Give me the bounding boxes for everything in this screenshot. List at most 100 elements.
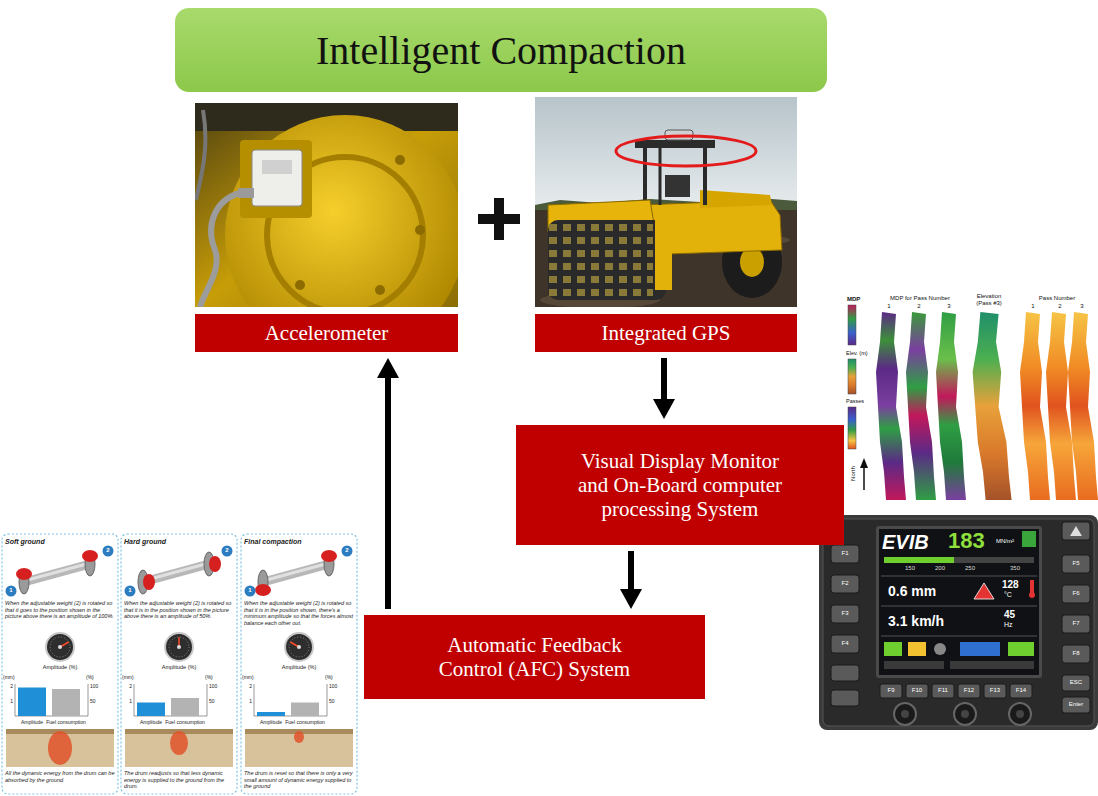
control-panel-part <box>960 642 1000 656</box>
final-compaction-panel-part <box>257 712 285 716</box>
final-compaction-panel-part <box>321 550 337 562</box>
arrow-line <box>661 358 667 400</box>
control-panel-part <box>884 557 1034 563</box>
control-panel-part <box>906 684 928 698</box>
axis-tick: 50 <box>329 698 345 704</box>
final-compaction-panel-part <box>294 731 304 743</box>
process-box: Visual Display Monitor and On-Board comp… <box>516 425 844 545</box>
hard-ground-panel-part <box>169 637 189 657</box>
axis-tick: 1 <box>4 698 13 704</box>
compaction-map-part <box>936 312 966 500</box>
control-panel-part <box>901 710 909 718</box>
control-panel-part <box>1016 710 1024 718</box>
arrow-line <box>385 377 391 609</box>
axis-unit: (%) <box>325 674 343 680</box>
arrow-head <box>620 589 642 609</box>
compaction-map-part <box>973 312 1012 500</box>
final-compaction-panel-part <box>263 563 329 581</box>
axis-tick: 1 <box>243 698 252 704</box>
hard-ground-panel-part <box>171 698 199 716</box>
axis-unit: (%) <box>205 674 223 680</box>
control-panel-part <box>908 642 926 656</box>
control-panel-part <box>881 576 1037 577</box>
hard-ground-panel <box>121 534 237 794</box>
hard-ground-panel-part <box>137 703 165 717</box>
control-panel-part <box>1008 642 1034 656</box>
plus-symbol-part <box>494 198 504 240</box>
control-panel-part <box>819 515 1098 730</box>
hard-ground-panel-part <box>125 586 136 597</box>
axis-tick: 100 <box>90 683 106 689</box>
accelerometer-photo-part <box>200 193 240 307</box>
hard-ground-panel-part <box>134 684 207 716</box>
compaction-panels <box>2 534 357 794</box>
pass-number: 2 <box>914 303 924 310</box>
axis-tick: 2 <box>4 683 13 689</box>
control-panel-part <box>961 710 969 718</box>
key-label: F9 <box>880 687 902 694</box>
control-panel <box>819 515 1098 730</box>
hard-ground-panel-part <box>170 731 188 755</box>
control-panel-part <box>1062 615 1090 633</box>
accelerometer-photo-part <box>415 225 425 235</box>
scale-tick: 150 <box>900 565 920 572</box>
axis-unit: (mm) <box>122 674 140 680</box>
axis-tick: 100 <box>329 683 345 689</box>
key-label: F3 <box>831 610 859 617</box>
bar-label: Fuel consumption <box>41 719 91 725</box>
compaction-map-part <box>848 359 856 394</box>
final-compaction-panel-part <box>254 684 327 716</box>
control-panel-part <box>831 575 859 593</box>
arrow-head <box>377 358 399 378</box>
panel-heading: Final compaction <box>244 538 354 546</box>
control-panel-part <box>1070 526 1082 536</box>
panel-heading: Hard ground <box>124 538 234 546</box>
bar-label: Amplitude <box>131 719 171 725</box>
final-compaction-panel-part <box>342 546 353 557</box>
accelerometer-photo-part <box>240 140 312 218</box>
control-panel-part <box>831 690 859 706</box>
axis-tick: 1 <box>123 698 132 704</box>
accelerometer-photo-part <box>262 160 292 174</box>
compaction-map-part <box>848 305 856 345</box>
final-compaction-panel-part <box>263 564 329 582</box>
pass-number: 3 <box>1077 303 1087 310</box>
key-label: F14 <box>1010 687 1032 694</box>
axis-tick: 100 <box>209 683 225 689</box>
roller-photo-part <box>548 220 666 300</box>
compaction-map <box>846 291 1098 507</box>
roller-photo-part <box>659 145 662 205</box>
control-panel-part <box>881 636 1037 637</box>
accelerometer-photo-part <box>295 280 305 290</box>
final-compaction-panel-part <box>245 586 256 597</box>
panel-description: When the adjustable weight (2) is rotate… <box>124 600 236 620</box>
soft-ground-panel-part <box>46 633 74 661</box>
panel-heading: Soft ground <box>5 538 115 546</box>
box-label: Visual Display Monitor and On-Board comp… <box>564 449 796 521</box>
plus-symbol <box>478 198 520 240</box>
soft-ground-panel-part <box>58 645 62 649</box>
control-panel-part <box>1022 531 1036 547</box>
control-panel-part <box>1009 703 1031 725</box>
key-label: F10 <box>906 687 928 694</box>
arrow-head <box>653 399 675 419</box>
control-panel-part <box>984 684 1006 698</box>
flow-arrow <box>653 358 675 419</box>
control-panel-part <box>884 642 902 656</box>
soft-ground-panel-part <box>48 731 72 765</box>
callout-number: 2 <box>222 547 232 554</box>
control-panel-part <box>1029 592 1035 598</box>
accelerometer-photo-part <box>252 150 302 206</box>
final-compaction-panel-part <box>255 584 271 596</box>
compaction-map-part <box>906 312 936 500</box>
control-panel-part <box>884 661 944 669</box>
screen-unit: MN/m² <box>996 538 1020 545</box>
callout-number: 1 <box>125 587 135 594</box>
screen-title: EVIB <box>882 530 942 554</box>
soft-ground-panel-part <box>50 637 70 657</box>
bar-label: Fuel consumption <box>160 719 210 725</box>
north-label: North <box>850 462 857 486</box>
control-panel-part <box>880 684 902 698</box>
pass-number: 2 <box>1055 303 1065 310</box>
control-panel-part <box>831 605 859 623</box>
